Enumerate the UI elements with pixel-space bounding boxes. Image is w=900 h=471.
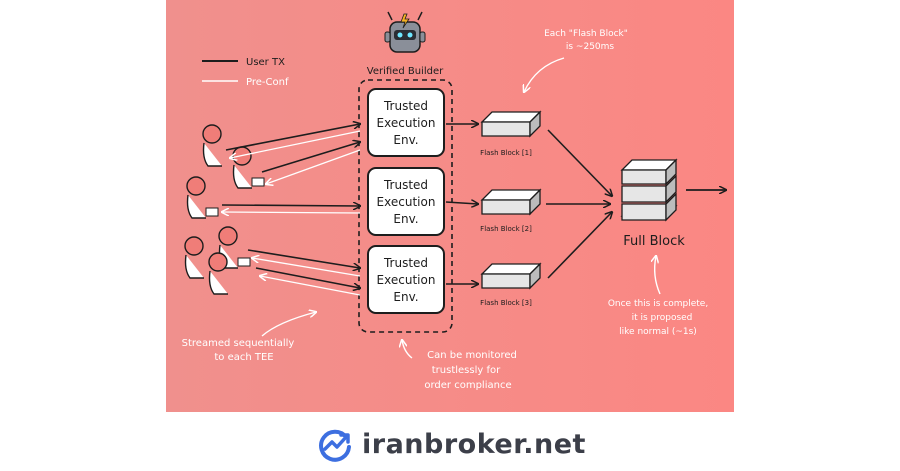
user-group-top [202,124,265,189]
flash-block-2-label: Flash Block [2] [480,225,532,233]
svg-text:Env.: Env. [393,290,418,304]
proposed-note-arrow [655,256,661,295]
svg-text:Trusted: Trusted [383,256,428,270]
svg-text:Execution: Execution [377,195,436,209]
monitor-note-line2: trustlessly for [432,365,501,376]
tee-box-3: Trusted Execution Env. [367,245,445,314]
tee-box-2: Trusted Execution Env. [367,167,445,236]
legend: User TX Pre-Conf [202,57,289,88]
proposed-note-line1: Once this is complete, [608,299,708,309]
brand-name: iranbroker.net [362,428,586,460]
footer [0,412,900,471]
streamed-note-line1: Streamed sequentially [182,338,295,349]
proposed-note-line3: like normal (~1s) [619,327,697,337]
flash-block-3-label: Flash Block [3] [480,299,532,307]
svg-text:Env.: Env. [393,212,418,226]
monitor-note-arrow [402,340,413,359]
user-tee-arrows [222,124,360,296]
robot-lightning-icon [384,11,426,53]
flash-timing-note-line1: Each "Flash Block" [544,29,628,39]
full-block-stack [620,158,678,222]
tee2-to-flash2-arrow [445,202,478,204]
legend-user-tx-label: User TX [246,57,285,68]
user-group-middle [186,176,219,219]
diagram-panel: User TX Pre-Conf Verified Builder Truste… [166,0,734,412]
proposed-note-line2: it is proposed [632,313,693,323]
flash-timing-note-arrow [524,57,565,92]
streamed-note-line2: to each TEE [214,352,273,363]
flash-block-3 [480,262,542,290]
svg-text:Trusted: Trusted [383,99,428,113]
flash-block-1-label: Flash Block [1] [480,149,532,157]
tee-box-1: Trusted Execution Env. [367,88,445,157]
brand-logo[interactable]: iranbroker.net [316,424,586,464]
flash-block-1 [480,110,542,138]
svg-text:Execution: Execution [377,273,436,287]
monitor-note-line3: order compliance [424,380,511,391]
flash-timing-note-line2: is ~250ms [566,42,615,52]
flash-block-2 [480,188,542,216]
diagram-canvas: User TX Pre-Conf Verified Builder Truste… [182,11,734,391]
svg-text:Env.: Env. [393,133,418,147]
chart-trend-logo-icon [319,429,351,462]
svg-text:Execution: Execution [377,116,436,130]
svg-text:Trusted: Trusted [383,178,428,192]
flash3-to-full-arrow [547,212,612,279]
streamed-note-arrow [261,312,316,337]
legend-pre-conf-label: Pre-Conf [246,77,289,88]
flash1-to-full-arrow [547,129,612,196]
monitor-note-line1: Can be monitored [427,350,517,361]
user-group-bottom [184,226,251,295]
full-block-label: Full Block [623,234,685,249]
builder-title: Verified Builder [367,66,444,77]
